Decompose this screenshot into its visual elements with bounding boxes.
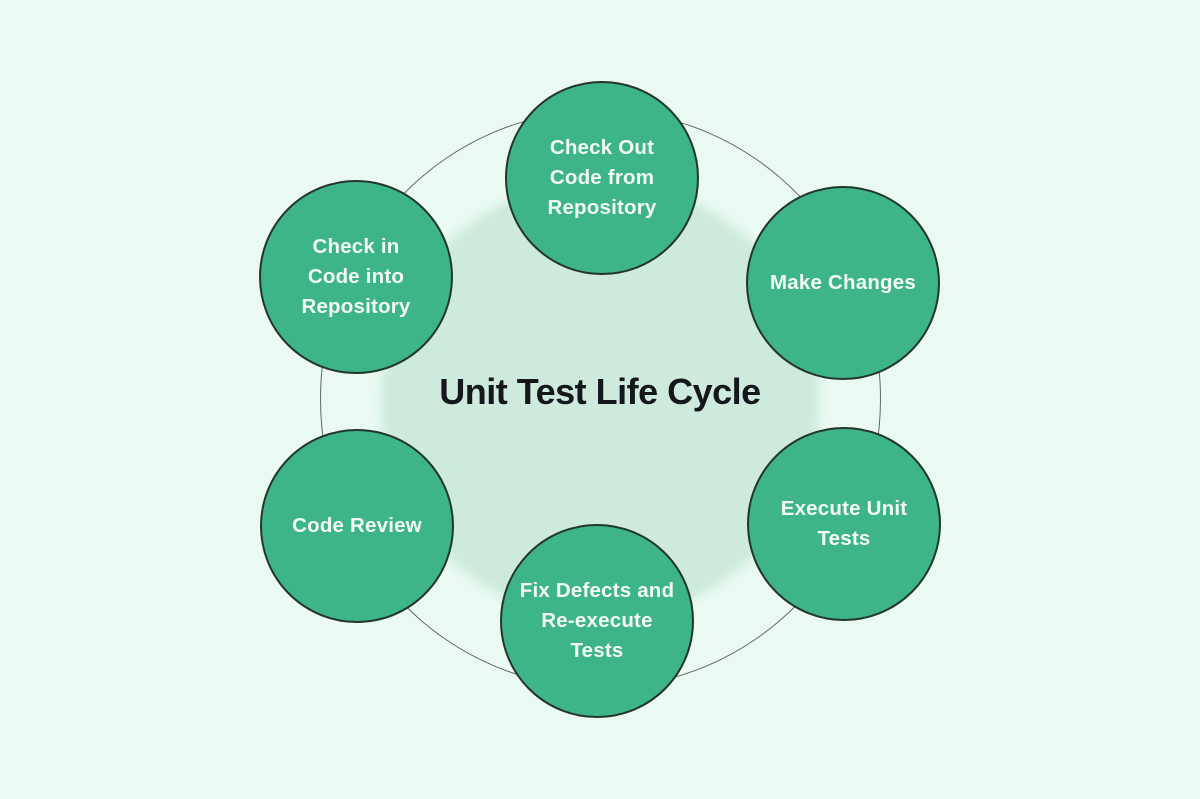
node-check-out-code: Check Out Code from Repository	[505, 81, 699, 275]
node-fix-defects: Fix Defects and Re-execute Tests	[500, 524, 694, 718]
node-check-out-code-label: Check Out Code from Repository	[547, 136, 657, 219]
diagram-title: Unit Test Life Cycle	[439, 371, 761, 412]
node-code-review-label: Code Review	[292, 514, 422, 537]
node-execute-unit-tests-label: Execute Unit Tests	[780, 497, 908, 550]
node-check-in-code: Check in Code into Repository	[259, 180, 453, 374]
node-execute-unit-tests: Execute Unit Tests	[747, 427, 941, 621]
node-make-changes: Make Changes	[746, 186, 940, 380]
node-fix-defects-label: Fix Defects and Re-execute Tests	[519, 579, 675, 662]
node-code-review: Code Review	[260, 429, 454, 623]
node-make-changes-label: Make Changes	[770, 271, 916, 294]
node-check-in-code-label: Check in Code into Repository	[301, 235, 411, 318]
